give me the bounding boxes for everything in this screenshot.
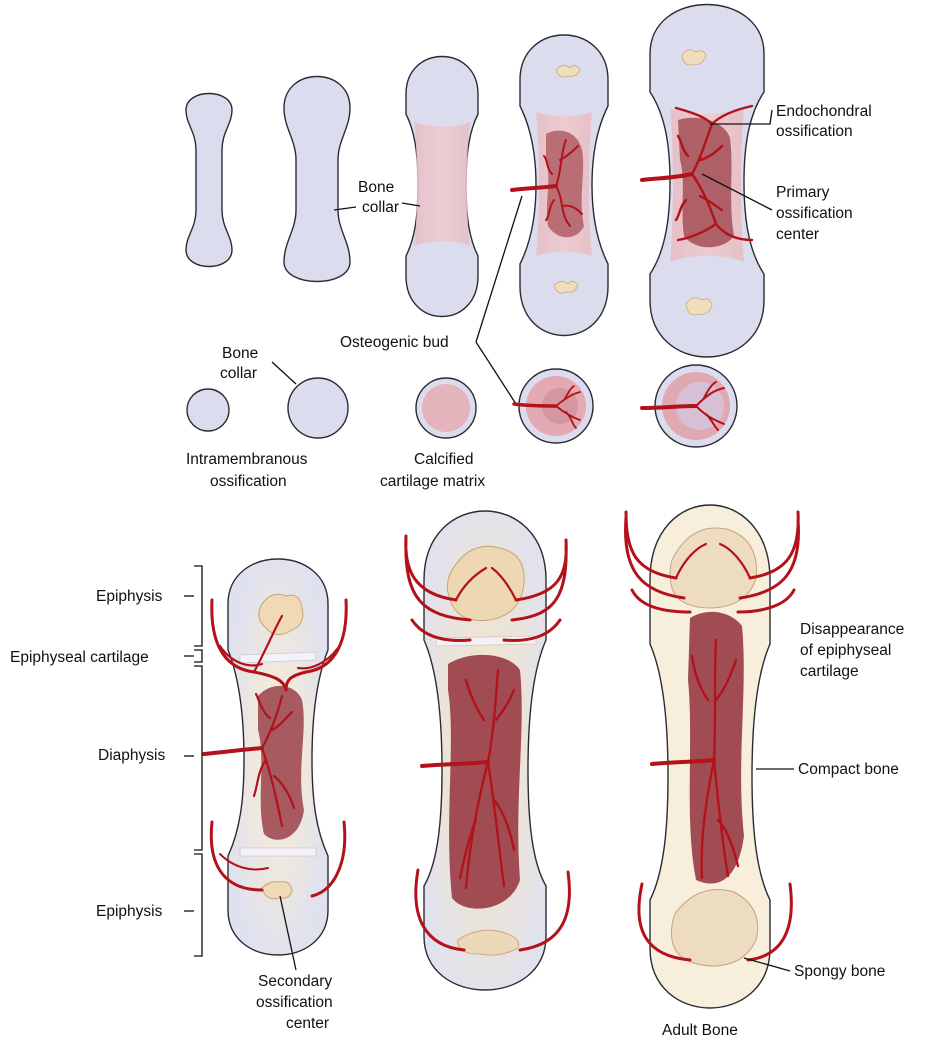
stage-5-endochondral-ossification — [642, 5, 764, 358]
label-epiphysis-top: Epiphysis — [96, 588, 194, 605]
epiphysis-bottom-text: Epiphysis — [96, 903, 163, 920]
compact-bone-text: Compact bone — [798, 761, 899, 778]
label-compact-bone: Compact bone — [756, 761, 899, 778]
secondary-center-line-2: ossification — [256, 994, 333, 1011]
label-disappearance-epiphyseal-cartilage: Disappearance of epiphyseal cartilage — [800, 621, 904, 680]
label-intramembranous-ossification: Intramembranous ossification — [186, 451, 308, 490]
label-calcified-cartilage-matrix: Calcified cartilage matrix — [380, 451, 485, 490]
bone-maturing — [406, 511, 570, 990]
secondary-center-line-3: center — [286, 1015, 329, 1032]
bone-collar-1-line-1: Bone — [358, 179, 394, 196]
epiphysis-top-text: Epiphysis — [96, 588, 163, 605]
label-diaphysis: Diaphysis — [98, 747, 194, 764]
disappearance-line-3: cartilage — [800, 663, 859, 680]
epiphyseal-cartilage-text: Epiphyseal cartilage — [10, 649, 149, 666]
intramembranous-line-2: ossification — [210, 473, 287, 490]
disappearance-line-1: Disappearance — [800, 621, 904, 638]
bone-collar-2-line-2: collar — [220, 365, 257, 382]
adult-bone-title: Adult Bone — [662, 1022, 738, 1039]
osteogenic-bud-text: Osteogenic bud — [340, 334, 449, 351]
label-bone-collar-1: Bone collar — [334, 179, 420, 216]
label-epiphysis-bottom: Epiphysis — [96, 903, 194, 920]
label-adult-bone: Adult Bone — [662, 1022, 738, 1039]
label-bone-collar-2: Bone collar — [220, 345, 296, 384]
diaphysis-text: Diaphysis — [98, 747, 165, 764]
label-epiphyseal-cartilage: Epiphyseal cartilage — [10, 649, 194, 666]
bone-collar-2-line-1: Bone — [222, 345, 258, 362]
cross-section-4 — [514, 369, 593, 443]
cross-section-1 — [187, 389, 229, 431]
primary-center-line-3: center — [776, 226, 819, 243]
primary-center-line-2: ossification — [776, 205, 853, 222]
stage-3-calcified-cartilage — [406, 57, 478, 317]
bone-secondary-ossification — [204, 559, 346, 955]
bone-collar-1-line-2: collar — [362, 199, 399, 216]
stage-1-cartilage-model — [186, 94, 232, 267]
calcified-line-1: Calcified — [414, 451, 473, 468]
spongy-bone-text: Spongy bone — [794, 963, 885, 980]
primary-center-line-1: Primary — [776, 184, 830, 201]
endochondral-line-2: ossification — [776, 123, 853, 140]
bone-adult — [625, 505, 798, 1008]
stage-4-primary-ossification — [512, 35, 608, 336]
calcified-line-2: cartilage matrix — [380, 473, 485, 490]
stage-2-bone-collar — [284, 77, 350, 282]
cross-section-5 — [642, 365, 737, 447]
disappearance-line-2: of epiphyseal — [800, 642, 891, 659]
bracket-bone-1 — [194, 566, 202, 956]
endochondral-line-1: Endochondral — [776, 103, 872, 120]
cross-section-3 — [416, 378, 476, 438]
secondary-center-line-1: Secondary — [258, 973, 332, 990]
intramembranous-line-1: Intramembranous — [186, 451, 308, 468]
cross-section-2 — [288, 378, 348, 438]
